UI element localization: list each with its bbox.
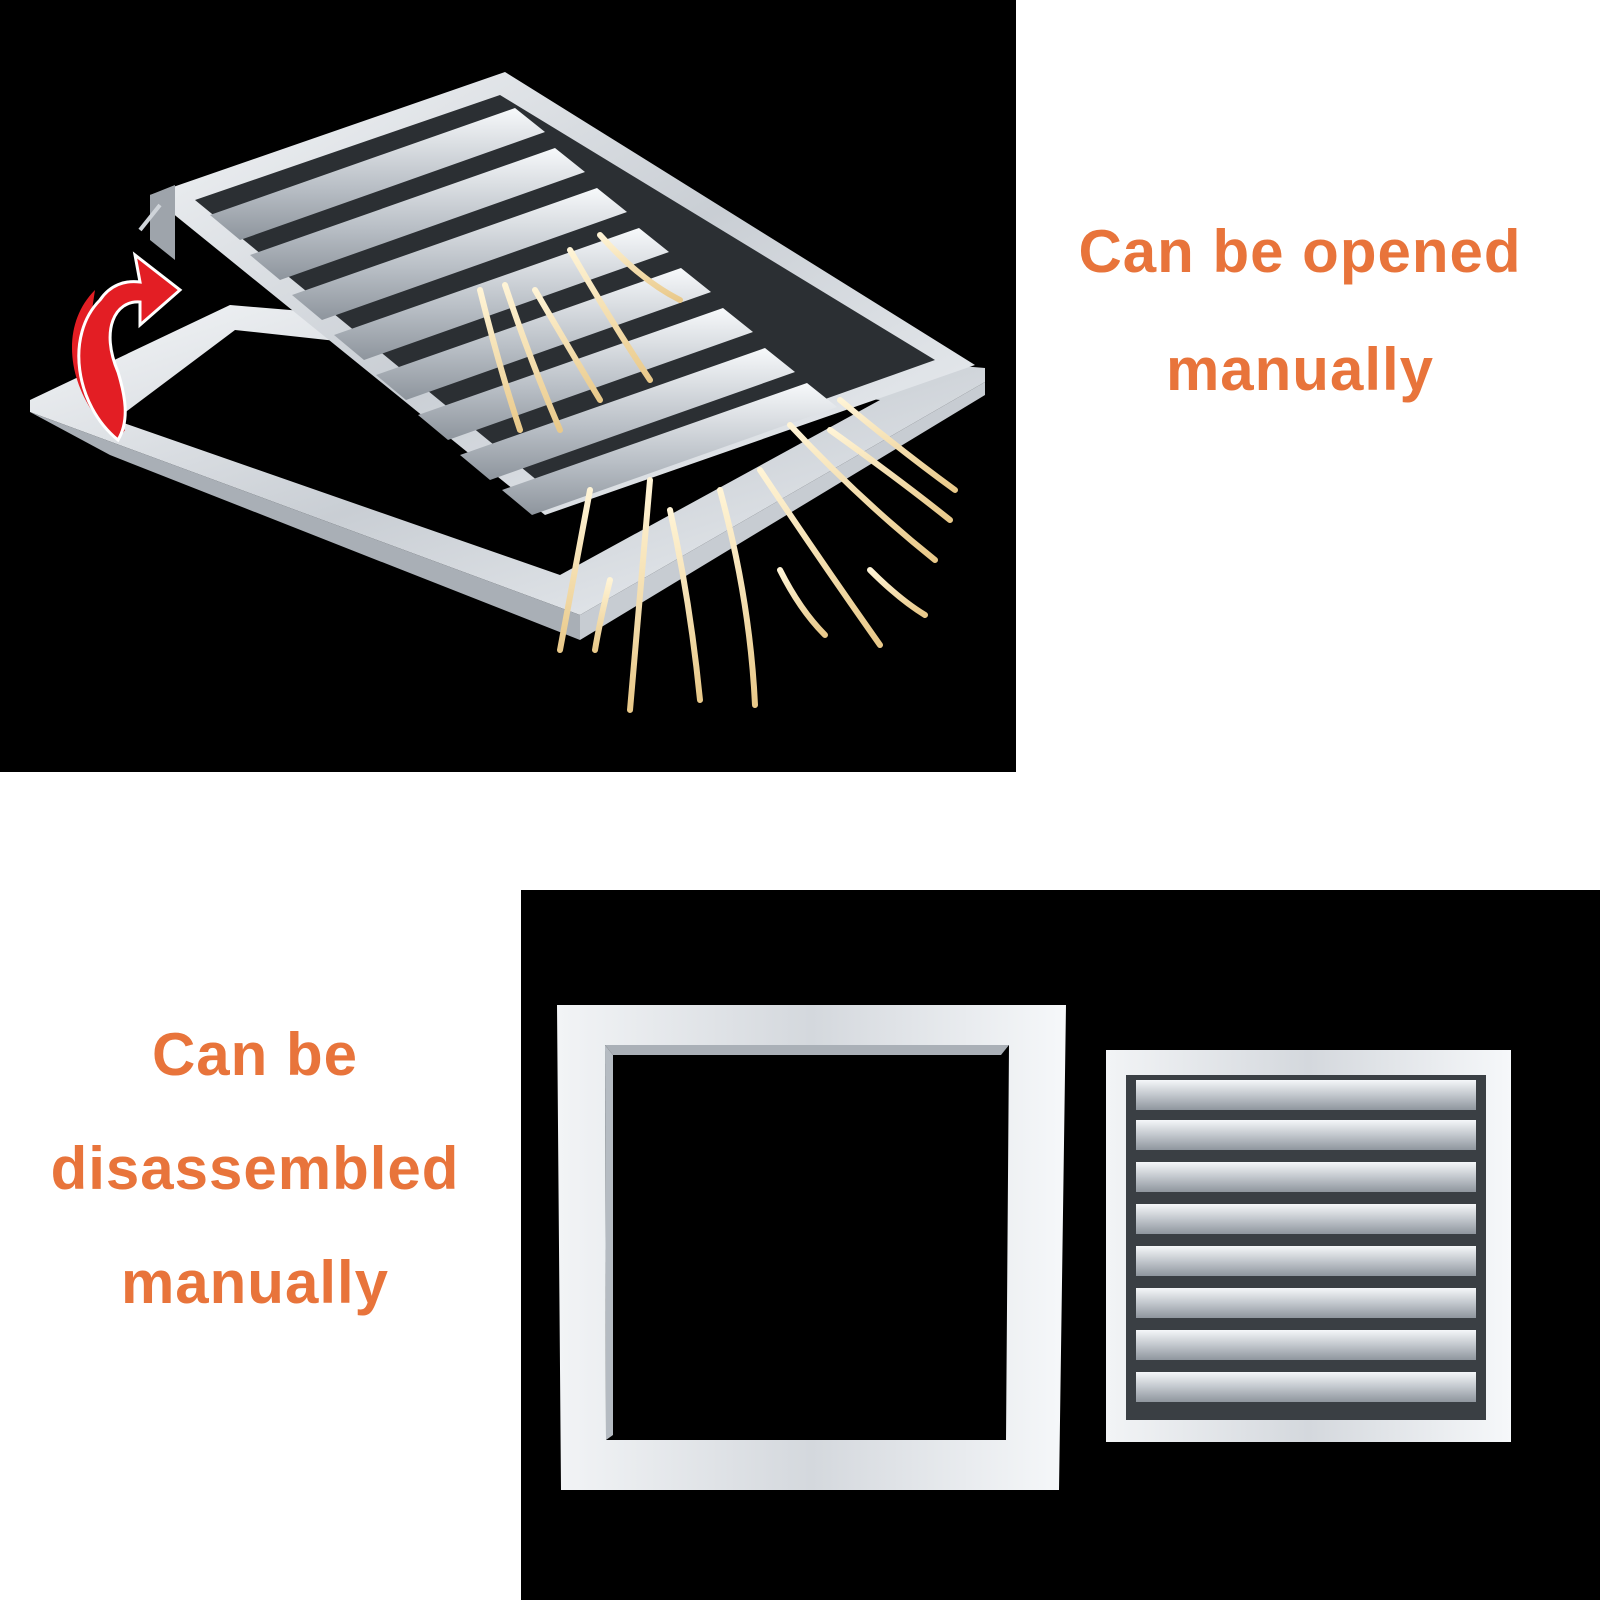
- caption-line: manually: [120, 1249, 390, 1316]
- vent-disassembled-photo: [521, 890, 1600, 1600]
- caption-disassembled-manually: Can be disassembled manually: [20, 1025, 490, 1313]
- louver-panel: [1106, 1050, 1511, 1442]
- vent-open-photo: [0, 0, 1016, 772]
- airflow-lines: [477, 232, 958, 713]
- caption-line: Can be: [151, 1021, 359, 1088]
- caption-line: disassembled: [50, 1135, 460, 1202]
- outer-frame: [557, 1005, 1066, 1490]
- caption-line: Can be opened: [1078, 218, 1522, 285]
- caption-opened-manually: Can be opened manually: [1030, 222, 1570, 400]
- caption-line: manually: [1165, 336, 1435, 403]
- curved-arrow-icon: [71, 251, 183, 443]
